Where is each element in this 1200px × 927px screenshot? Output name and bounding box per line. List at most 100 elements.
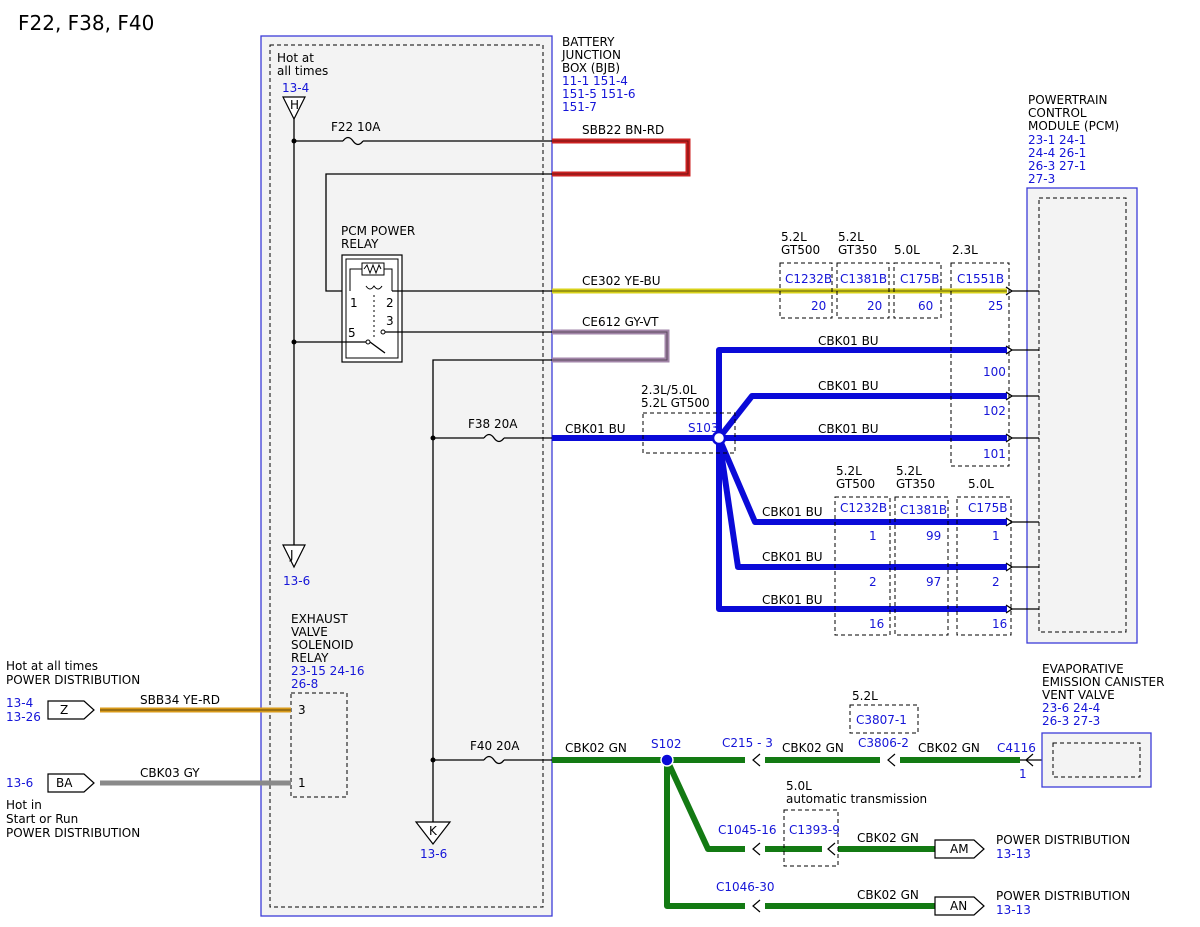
j-connector-icon: [282, 544, 306, 569]
pcm-conn-bot-c1232b-pin-3: 16: [869, 617, 884, 631]
h-ref: 13-4: [282, 81, 309, 95]
k-connector-icon: [414, 821, 452, 845]
an-connector-icon: [934, 896, 985, 916]
c215-label: C215 - 3: [722, 736, 773, 750]
cbk02-label-c215: CBK02 GN: [782, 741, 844, 755]
pcm-frame: [1026, 187, 1138, 644]
pcm-conn-bot-c1232b-pin-1: 1: [869, 529, 877, 543]
am-text: POWER DISTRIBUTION: [996, 833, 1130, 847]
pcm-conn-top-c1551b-box: [950, 262, 1010, 467]
ba-connector-icon: [47, 773, 95, 793]
cbk01-label-396: CBK01 BU: [818, 379, 879, 393]
c3807-note: 5.2L: [852, 689, 878, 703]
pcm-conn-top-c1232b-box: [779, 262, 833, 319]
c4116-label: C4116: [997, 741, 1036, 755]
f22-fuse-icon: [342, 136, 364, 146]
pcm-conn-top-c175b-box: [893, 262, 942, 319]
pcm-conn-bot-c1381b-pin-2: 97: [926, 575, 941, 589]
am-ref: 13-13: [996, 847, 1031, 861]
c1393-label: C1393-9: [789, 823, 840, 837]
evs-pin-1: 1: [298, 776, 306, 790]
ce612-wire: [552, 329, 670, 363]
relay-pin-3: 3: [386, 314, 394, 328]
cbk01-harness: [552, 347, 1007, 612]
h-connector-icon: [282, 96, 306, 121]
bjb-inner-outline: [269, 44, 544, 908]
pcm-pin-chevrons: [1005, 286, 1039, 614]
s103-label: S103: [688, 421, 719, 435]
k-ref: 13-6: [420, 847, 447, 861]
f22-label: F22 10A: [331, 120, 381, 134]
evap-inner-outline: [1052, 742, 1141, 778]
cbk01-label-567: CBK01 BU: [762, 550, 823, 564]
c1393-box: [783, 809, 839, 867]
pcm-conn-top-c1551b-code: C1551B: [957, 272, 1004, 286]
f38-label: F38 20A: [468, 417, 518, 431]
relay-pin-1: 1: [350, 296, 358, 310]
cbk01-label-438: CBK01 BU: [818, 422, 879, 436]
cbk02-label-am: CBK02 GN: [857, 831, 919, 845]
pcm-conn-bot-c1232b-code: C1232B: [840, 501, 887, 515]
cbk01-label-609: CBK01 BU: [762, 593, 823, 607]
an-text: POWER DISTRIBUTION: [996, 889, 1130, 903]
cbk01-label-f38: CBK01 BU: [565, 422, 626, 436]
cbk02-label-an: CBK02 GN: [857, 888, 919, 902]
sbb22-wire: [552, 138, 691, 177]
k-letter: K: [429, 824, 438, 838]
pcm-conn-top-c1381b-pin: 20: [867, 299, 882, 313]
ba-feed-ref: 13-6: [6, 776, 33, 790]
pcm-conn-bot-c175b-pin-1: 1: [992, 529, 1000, 543]
pcm-conn-top-c1232b-code: C1232B: [785, 272, 832, 286]
pcm-conn-top-c1232b-pin: 20: [811, 299, 826, 313]
bjb-frame: [260, 35, 553, 917]
ce612-label: CE612 GY-VT: [582, 315, 659, 329]
evs-relay-box: [290, 692, 348, 798]
pcm-conn-bot-c175b-pin-2: 2: [992, 575, 1000, 589]
s102-splice-icon: [660, 753, 674, 767]
pcm-conn-top-c175b-pin: 60: [918, 299, 933, 313]
j-ref: 13-6: [283, 574, 310, 588]
cbk02-label-c3806: CBK02 GN: [918, 741, 980, 755]
pcm-conn-bot-c1381b-code: C1381B: [900, 503, 947, 517]
pcm-conn-bot-c1232b-pin-2: 2: [869, 575, 877, 589]
an-ref: 13-13: [996, 903, 1031, 917]
pcm-pin-102: 102: [983, 404, 1006, 418]
pcm-conn-bot-c175b-pin-3: 16: [992, 617, 1007, 631]
cbk02-harness: [552, 757, 1020, 909]
sbb22-label: SBB22 BN-RD: [582, 123, 664, 137]
ce302-label: CE302 YE-BU: [582, 274, 661, 288]
an-letter: AN: [950, 899, 967, 913]
pcm-conn-bot-c175b-engine: 5.0L: [968, 477, 994, 491]
pcm-conn-top-c1551b-engine: 2.3L: [952, 243, 978, 257]
z-connector-icon: [47, 700, 95, 720]
evs-pin-3: 3: [298, 703, 306, 717]
pcm-inner-outline: [1038, 197, 1127, 633]
relay-pin-2: 2: [386, 296, 394, 310]
c1046-label: C1046-30: [716, 880, 775, 894]
c1045-label: C1045-16: [718, 823, 777, 837]
pcm-conn-bot-c1381b-box: [894, 496, 949, 636]
f38-fuse-icon: [483, 433, 505, 443]
relay-pin-5: 5: [348, 326, 356, 340]
cbk02-label-main: CBK02 GN: [565, 741, 627, 755]
am-letter: AM: [950, 842, 969, 856]
f40-fuse-icon: [483, 755, 505, 765]
cbk01-label-350: CBK01 BU: [818, 334, 879, 348]
page-title: F22, F38, F40: [18, 11, 154, 35]
pcm-pin-101: 101: [983, 447, 1006, 461]
relay-coil-icon: [349, 262, 393, 338]
